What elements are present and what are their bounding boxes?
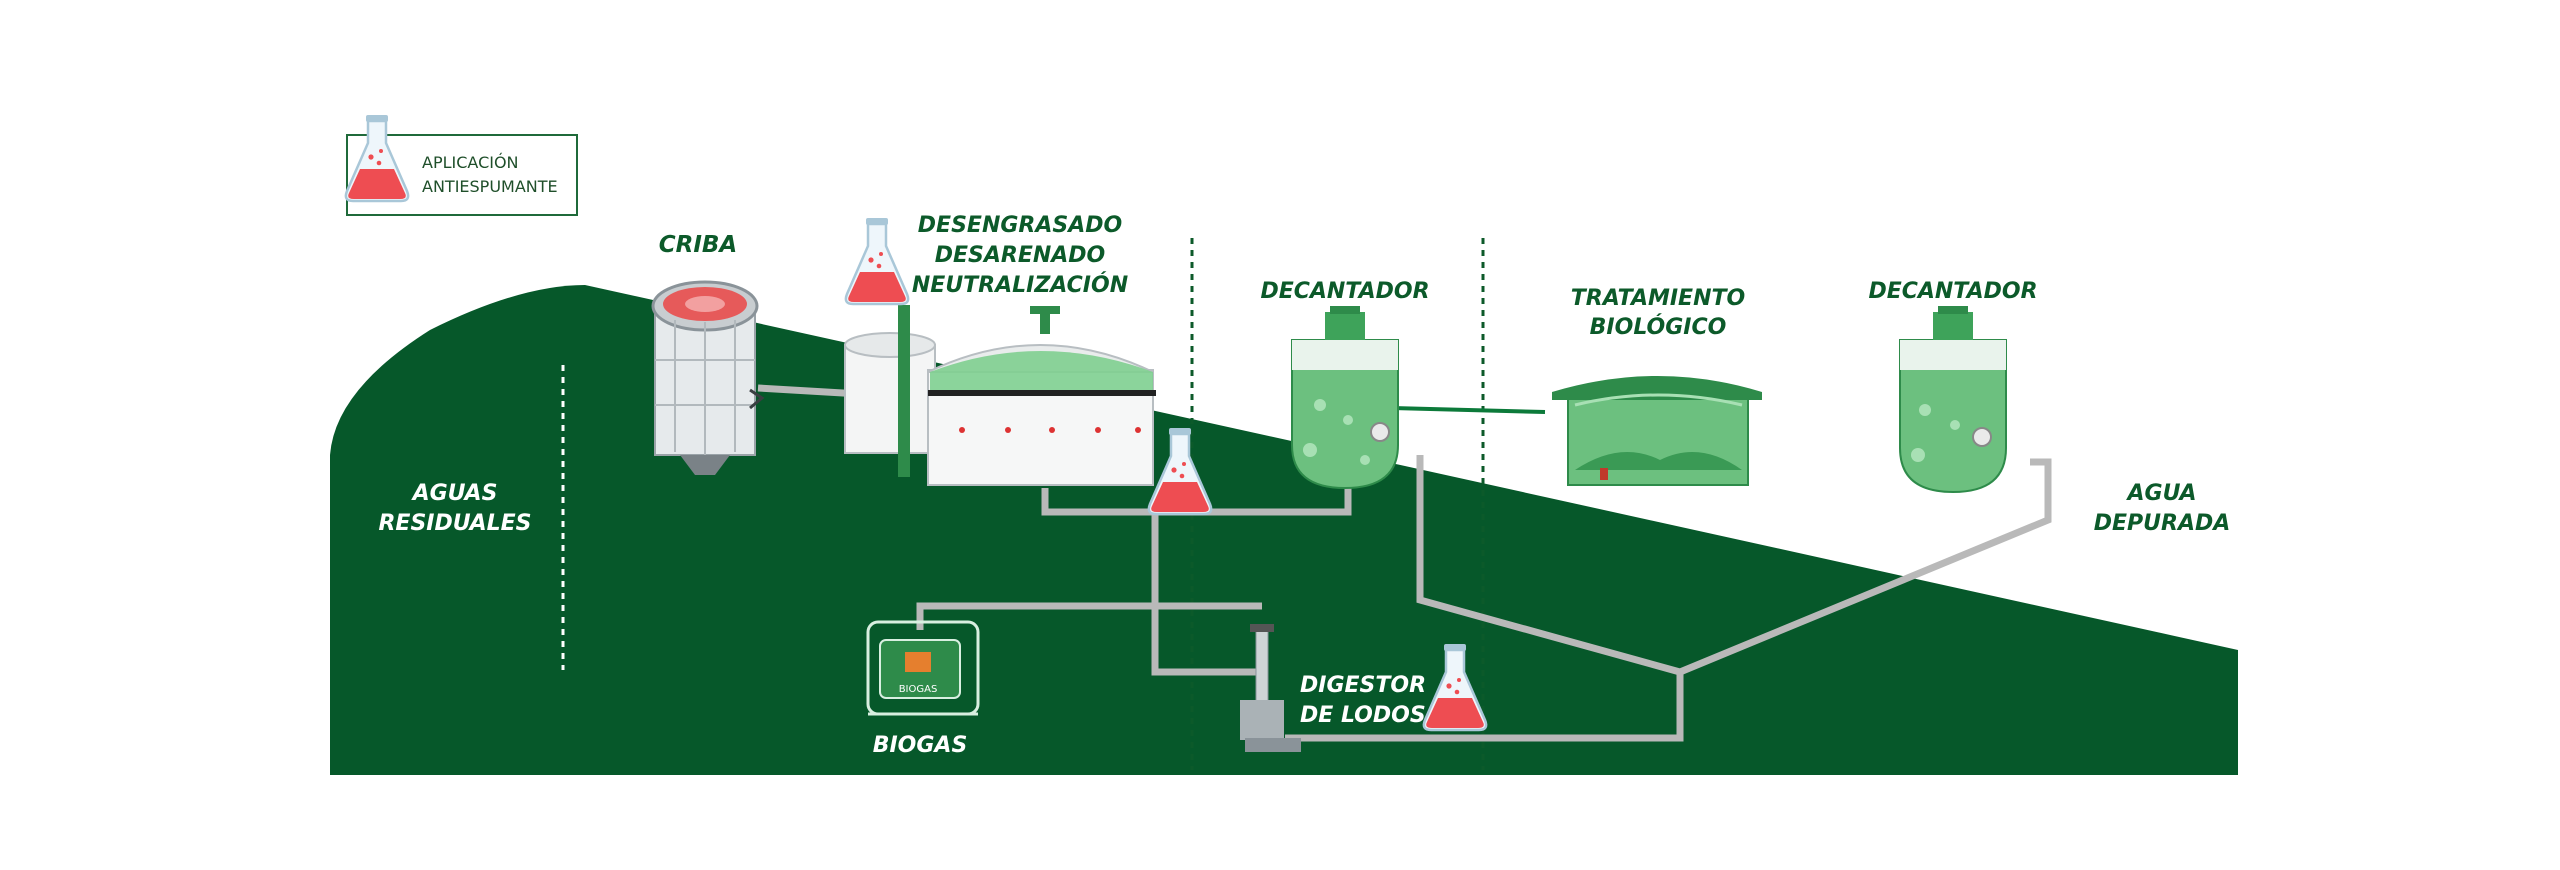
label-desengrasado-1: DESENGRASADO <box>918 213 1122 238</box>
desengrasado-tank <box>844 305 1156 486</box>
label-digestor-1: DIGESTOR <box>1300 673 1426 698</box>
label-desengrasado-2: DESARENADO <box>935 243 1106 268</box>
pipe-network <box>757 384 2052 742</box>
label-agua-depurada-2: DEPURADA <box>2094 511 2231 536</box>
legend-line-2: ANTIESPUMANTE <box>422 177 558 196</box>
label-decantador-2: DECANTADOR <box>1868 279 2037 304</box>
decantador-tank-2 <box>1899 306 2007 494</box>
tratamiento-biologico-tank <box>1552 376 1762 486</box>
criba-screen-equipment <box>651 280 765 475</box>
legend: APLICACIÓN ANTIESPUMANTE <box>344 113 578 216</box>
digestor-equipment <box>1240 624 1301 752</box>
legend-line-1: APLICACIÓN <box>422 153 519 172</box>
decantador-tank-1 <box>1291 306 1399 490</box>
label-decantador-1: DECANTADOR <box>1260 279 1429 304</box>
label-aguas-residuales-2: RESIDUALES <box>378 511 531 536</box>
label-aguas-residuales-1: AGUAS <box>411 481 498 506</box>
green-hill <box>330 285 2238 775</box>
label-agua-depurada-1: AGUA <box>2126 481 2197 506</box>
label-desengrasado-3: NEUTRALIZACIÓN <box>912 272 1128 298</box>
biogas-generator: BIOGAS <box>866 620 980 716</box>
label-criba: CRIBA <box>659 232 737 258</box>
label-digestor-2: DE LODOS <box>1300 703 1426 728</box>
label-tratamiento-1: TRATAMIENTO <box>1571 286 1745 311</box>
label-tratamiento-2: BIOLÓGICO <box>1590 314 1727 340</box>
biogas-plate-text: BIOGAS <box>899 684 938 695</box>
label-biogas: BIOGAS <box>873 733 968 758</box>
